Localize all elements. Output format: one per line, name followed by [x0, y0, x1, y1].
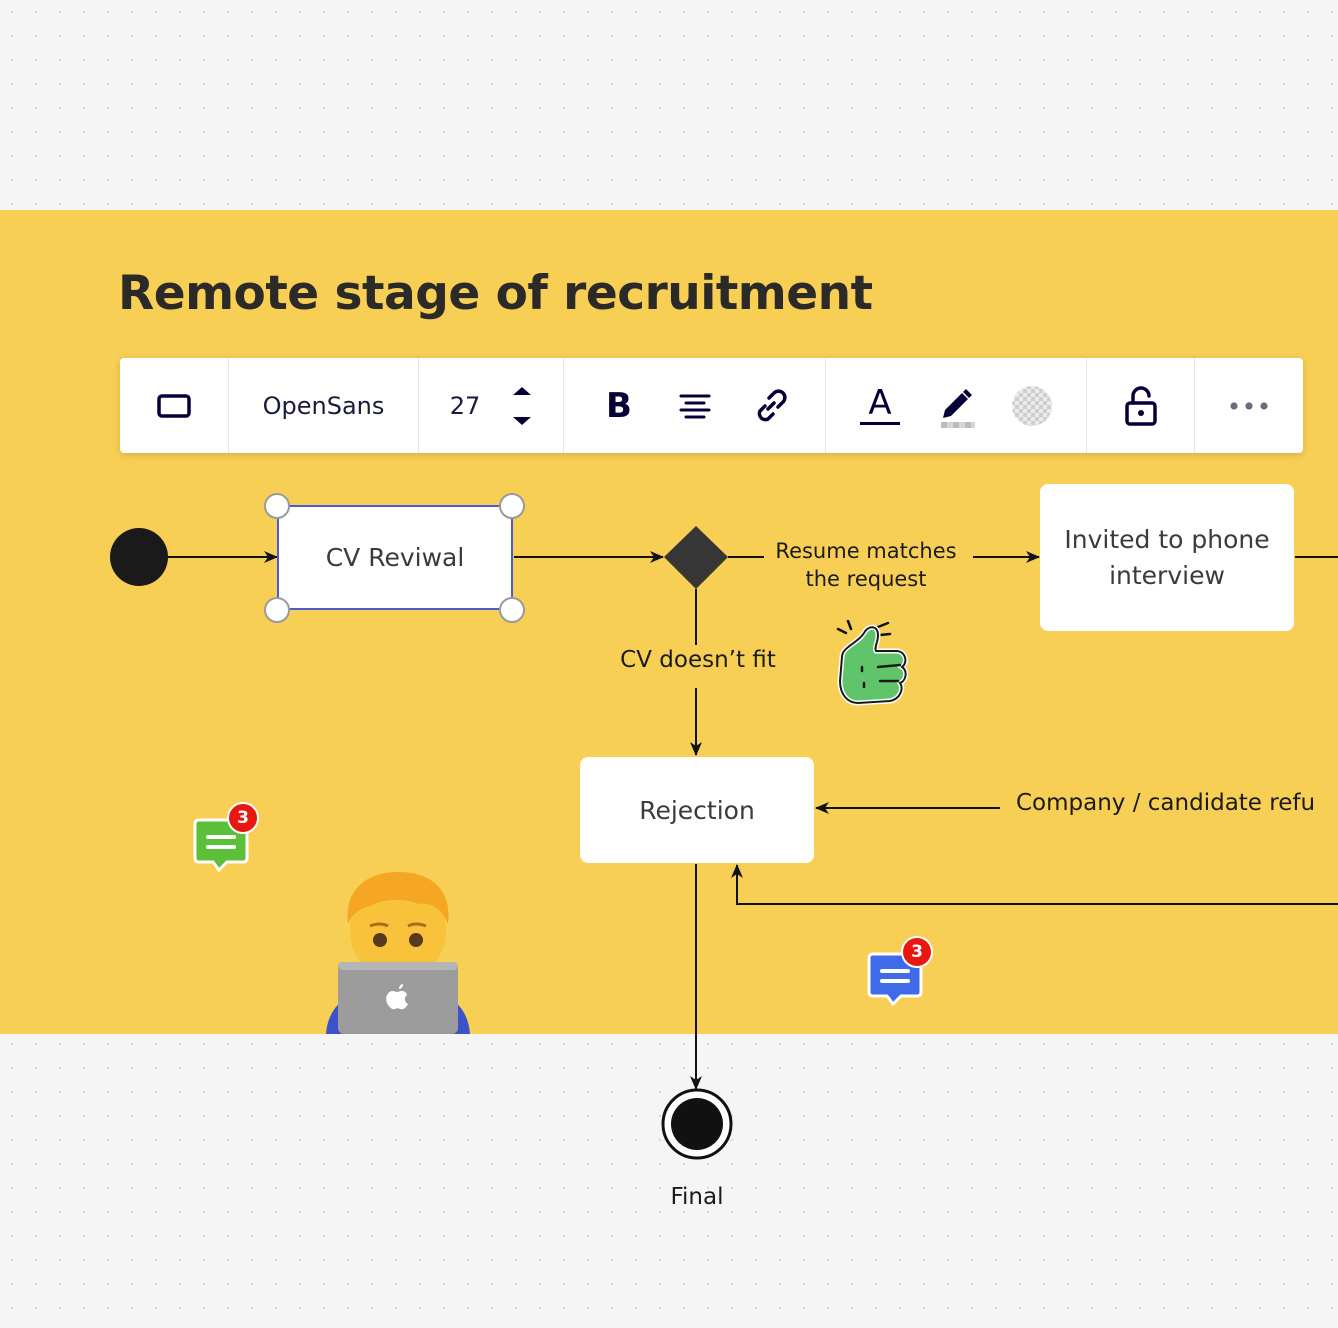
- text-color-icon[interactable]: A: [855, 358, 905, 453]
- resize-handle-bottom-left[interactable]: [264, 597, 290, 623]
- comment-icon: [867, 952, 923, 1007]
- cv-fit-label[interactable]: CV doesn’t fit: [620, 647, 776, 673]
- align-center-icon[interactable]: [670, 358, 720, 453]
- comment-icon: [193, 818, 249, 873]
- rejection-node[interactable]: Rejection: [580, 757, 814, 863]
- final-label: Final: [670, 1184, 724, 1210]
- matches-label[interactable]: Resume matches the request: [775, 539, 957, 591]
- technologist-emoji[interactable]: [322, 868, 474, 1034]
- cv-review-node[interactable]: CV Reviwal: [277, 505, 513, 610]
- font-size-stepper-icon[interactable]: [504, 380, 540, 432]
- phone-interview-node[interactable]: Invited to phone interview: [1040, 484, 1294, 631]
- highlighter-icon[interactable]: [932, 358, 982, 453]
- thumbs-up-sticker[interactable]: [830, 617, 912, 711]
- rectangle-shape-icon[interactable]: [120, 358, 228, 453]
- frame-title[interactable]: Remote stage of recruitment: [118, 266, 873, 321]
- resize-handle-top-right[interactable]: [499, 493, 525, 519]
- resize-handle-top-left[interactable]: [264, 493, 290, 519]
- context-toolbar: OpenSans 27 B A: [120, 358, 1303, 453]
- link-icon[interactable]: [746, 358, 796, 453]
- comment-green[interactable]: 3: [191, 802, 259, 878]
- more-icon[interactable]: [1224, 358, 1274, 453]
- comment-count-badge: 3: [901, 936, 933, 968]
- unlock-icon[interactable]: [1116, 358, 1166, 453]
- font-family-value: OpenSans: [262, 391, 385, 420]
- resize-handle-bottom-right[interactable]: [499, 597, 525, 623]
- font-size-value: 27: [449, 391, 481, 420]
- rejection-label: Rejection: [639, 795, 755, 825]
- text-color-label: A: [868, 383, 892, 423]
- bold-label: B: [606, 385, 632, 426]
- refuse-label[interactable]: Company / candidate refu: [1016, 790, 1316, 816]
- font-family-select[interactable]: OpenSans: [229, 358, 418, 453]
- cv-review-label: CV Reviwal: [325, 543, 465, 572]
- start-node: [110, 528, 168, 586]
- bold-icon[interactable]: B: [594, 358, 644, 453]
- comment-count-badge: 3: [227, 802, 259, 834]
- fill-transparent-icon[interactable]: [1007, 358, 1057, 453]
- font-size-input[interactable]: 27: [430, 358, 500, 453]
- connector-return-to-rejection: [731, 864, 1338, 905]
- decision-diamond: [664, 526, 728, 589]
- comment-blue[interactable]: 3: [865, 936, 933, 1012]
- phone-interview-label: Invited to phone interview: [1064, 524, 1270, 590]
